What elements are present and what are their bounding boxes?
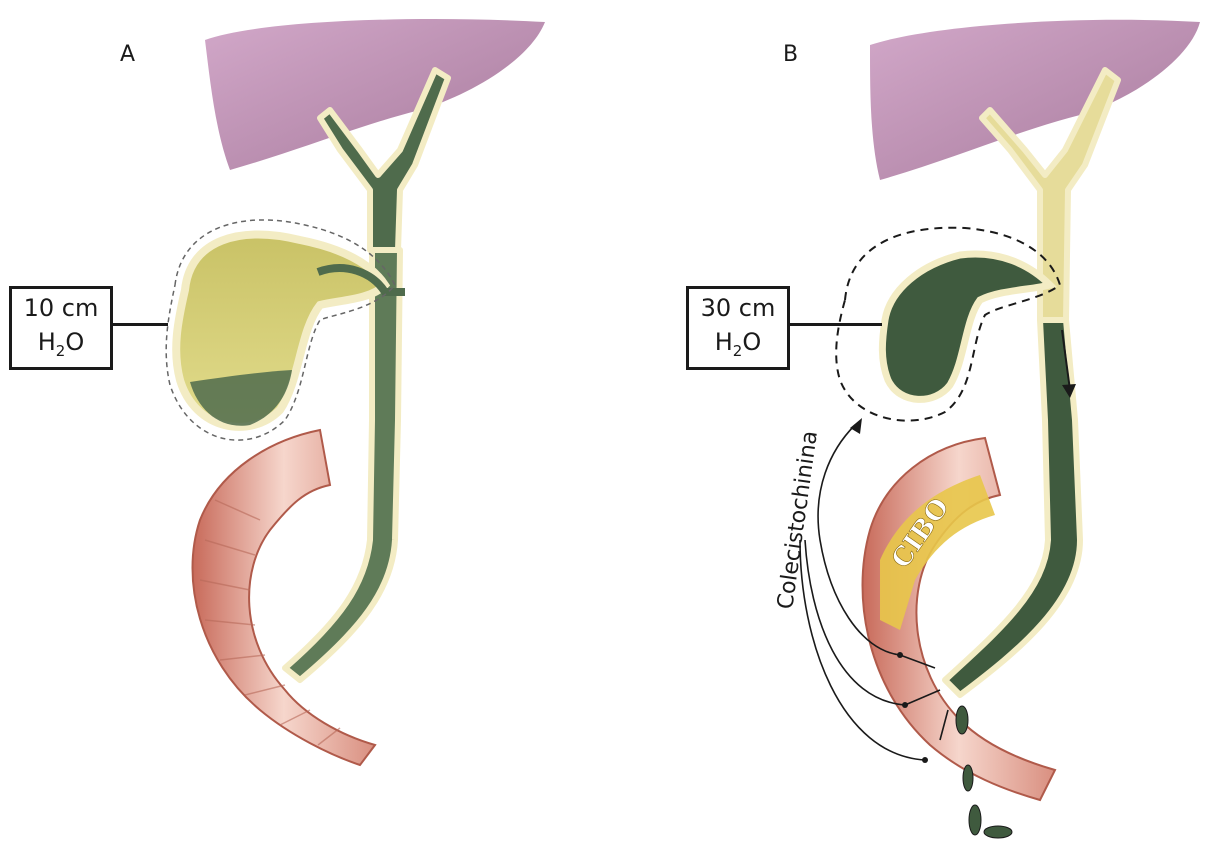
pressure-box-b: 30 cm H2O <box>686 286 790 370</box>
panel-a <box>166 19 545 765</box>
gallbladder-b <box>882 254 1050 399</box>
pressure-value-a: 10 cm <box>12 291 110 325</box>
liver-a <box>205 19 545 170</box>
pressure-value-b: 30 cm <box>689 291 787 325</box>
cck-arrowhead-icon <box>850 418 862 434</box>
pressure-leader-b <box>790 323 882 326</box>
liver-b <box>870 20 1200 180</box>
pressure-leader-a <box>113 323 168 326</box>
pressure-box-a: 10 cm H2O <box>9 286 113 370</box>
hormone-label: Colecistochinina <box>773 429 823 611</box>
panel-b <box>800 20 1200 838</box>
pressure-unit-a: H2O <box>12 325 110 368</box>
pressure-unit-b: H2O <box>689 325 787 368</box>
